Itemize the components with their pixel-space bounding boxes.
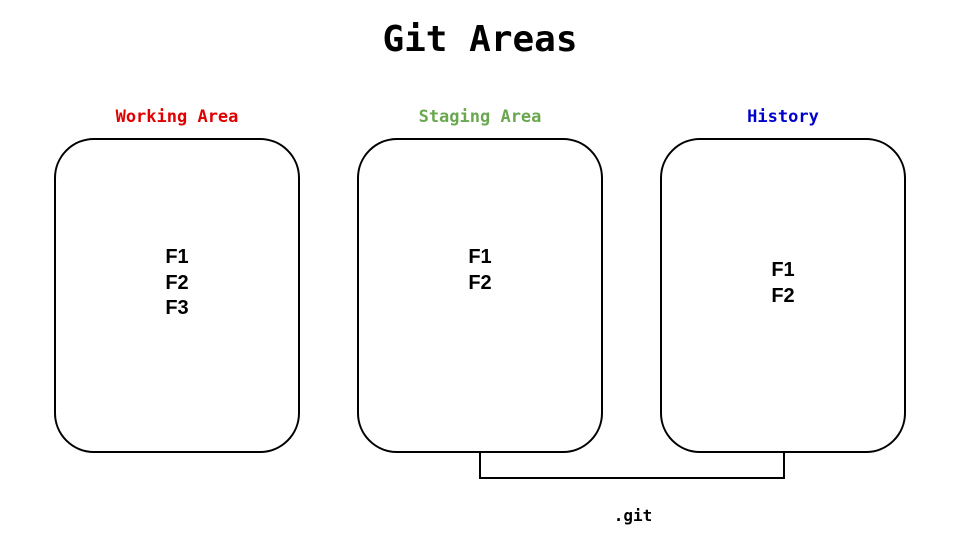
file-item: F1 (771, 259, 795, 281)
file-item: F2 (771, 284, 795, 307)
history-label: History (747, 107, 819, 127)
git-bracket-connector (479, 451, 785, 479)
history-box: F1 F2 (660, 138, 906, 453)
diagram-title: Git Areas (382, 19, 578, 60)
staging-area-file-list: F1 F2 (359, 245, 601, 296)
file-item: F1 (165, 246, 189, 268)
working-area-file-list: F1 F2 F3 (56, 245, 298, 322)
history-file-list: F1 F2 (662, 258, 904, 309)
file-item: F2 (468, 271, 492, 294)
working-area-label: Working Area (115, 107, 239, 127)
staging-area-box: F1 F2 (357, 138, 603, 453)
git-directory-label: .git (613, 506, 653, 525)
staging-area-label: Staging Area (418, 107, 542, 127)
working-area-box: F1 F2 F3 (54, 138, 300, 453)
file-item: F1 (468, 246, 492, 268)
file-item: F2 (165, 271, 189, 294)
file-item: F3 (165, 297, 189, 319)
